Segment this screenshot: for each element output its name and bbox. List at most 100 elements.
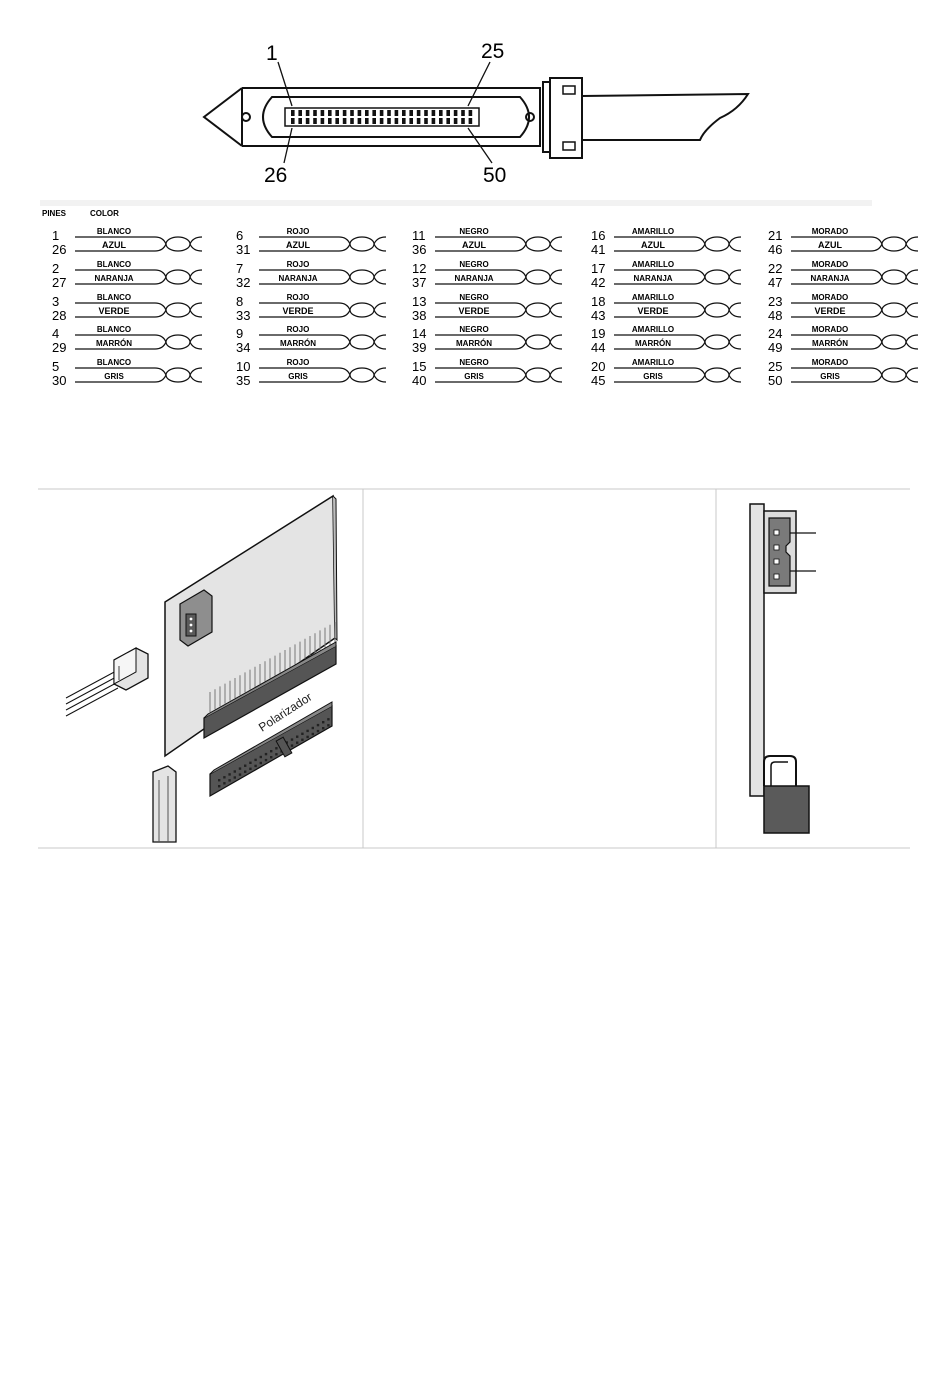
wire-color-label: ROJO — [287, 358, 310, 367]
pin-number: 48 — [768, 308, 782, 323]
wire-color-label: AMARILLO — [632, 260, 674, 269]
pin-bottom-47 — [446, 118, 450, 124]
pin-number: 50 — [768, 373, 782, 388]
pin-top-16 — [402, 110, 406, 116]
mount-hole-left — [241, 112, 251, 122]
wire-color-label: NARANJA — [633, 274, 672, 283]
wire-color-label: NARANJA — [94, 274, 133, 283]
pin-number: 27 — [52, 275, 66, 290]
pin-top-12 — [372, 110, 376, 116]
pin-top-21 — [439, 110, 443, 116]
wire-color-label: VERDE — [814, 306, 845, 316]
wire-color-label: AMARILLO — [632, 293, 674, 302]
wire-color-label: GRIS — [820, 372, 840, 381]
wire-color-label: GRIS — [288, 372, 308, 381]
pin-top-4 — [313, 110, 317, 116]
pin-bottom-44 — [424, 118, 428, 124]
pin-number: 2 — [52, 261, 59, 276]
pin-number: 23 — [768, 294, 782, 309]
wire-color-label: VERDE — [458, 306, 489, 316]
wire-color-label: MARRÓN — [96, 339, 132, 348]
pin-bottom-50 — [468, 118, 473, 124]
pin-number: 12 — [412, 261, 426, 276]
wire-color-label: ROJO — [287, 293, 310, 302]
wire-color-label: AZUL — [641, 240, 665, 250]
pin-top-9 — [350, 110, 354, 116]
wire-color-label: VERDE — [282, 306, 313, 316]
pin-number: 13 — [412, 294, 426, 309]
wire-color-label: NARANJA — [278, 274, 317, 283]
wire-color-label: BLANCO — [97, 358, 131, 367]
pin-number: 37 — [412, 275, 426, 290]
wire-color-label: AMARILLO — [632, 325, 674, 334]
callout-line-1 — [277, 61, 293, 107]
pin-number: 21 — [768, 228, 782, 243]
pin-number: 14 — [412, 326, 426, 341]
pin-bottom-28 — [305, 118, 310, 124]
wire-color-label: MORADO — [812, 260, 848, 269]
wire-color-label: NEGRO — [459, 358, 488, 367]
pin-bottom-26 — [291, 118, 295, 124]
pin-number: 1 — [52, 228, 59, 243]
pin-bottom-43 — [416, 118, 421, 124]
header-pins: PINES — [42, 209, 67, 218]
pin-number: 19 — [591, 326, 605, 341]
pin-1-label: 1 — [266, 42, 278, 65]
pin-bottom-27 — [298, 118, 302, 124]
callout-line-26 — [283, 127, 293, 164]
wire-color-label: MARRÓN — [280, 339, 316, 348]
wire-color-label: BLANCO — [97, 260, 131, 269]
pin-number: 15 — [412, 359, 426, 374]
panel-board-insertion: Polarizador — [65, 494, 338, 843]
wire-color-label: MORADO — [812, 358, 848, 367]
pin-number: 36 — [412, 242, 426, 257]
pin-bottom-41 — [402, 118, 406, 124]
pin-number: 6 — [236, 228, 243, 243]
pin-number: 47 — [768, 275, 782, 290]
wire-color-label: NEGRO — [459, 325, 488, 334]
pin-number: 45 — [591, 373, 605, 388]
pin-number: 5 — [52, 359, 59, 374]
board-power-socket — [179, 589, 213, 647]
pin-bottom-32 — [335, 118, 339, 124]
pin-bottom-35 — [357, 118, 362, 124]
pin-number: 26 — [52, 242, 66, 257]
pin-bottom-30 — [320, 118, 325, 124]
pin-number: 16 — [591, 228, 605, 243]
pin-number: 28 — [52, 308, 66, 323]
pin-number: 25 — [768, 359, 782, 374]
pin-number: 29 — [52, 340, 66, 355]
pin-number: 34 — [236, 340, 250, 355]
pin-bottom-37 — [372, 118, 376, 124]
wire-color-label: NARANJA — [810, 274, 849, 283]
pin-number: 30 — [52, 373, 66, 388]
pin-bottom-39 — [387, 118, 391, 124]
wire-color-label: BLANCO — [97, 227, 131, 236]
pin-number: 4 — [52, 326, 59, 341]
pin-number: 3 — [52, 294, 59, 309]
board-edge — [749, 503, 765, 797]
pin-bottom-48 — [453, 118, 458, 124]
pin-number: 35 — [236, 373, 250, 388]
pin-bottom-34 — [350, 118, 354, 124]
polarizer-key — [275, 736, 293, 758]
pin-number: 31 — [236, 242, 250, 257]
pin-top-23 — [453, 110, 458, 116]
wire-color-label: AZUL — [462, 240, 486, 250]
wire-color-label: VERDE — [637, 306, 668, 316]
pin-top-1 — [291, 110, 295, 116]
pin-number: 39 — [412, 340, 426, 355]
pin-number: 46 — [768, 242, 782, 257]
pin-top-10 — [357, 110, 362, 116]
pin-number: 20 — [591, 359, 605, 374]
pin-top-17 — [409, 110, 413, 116]
